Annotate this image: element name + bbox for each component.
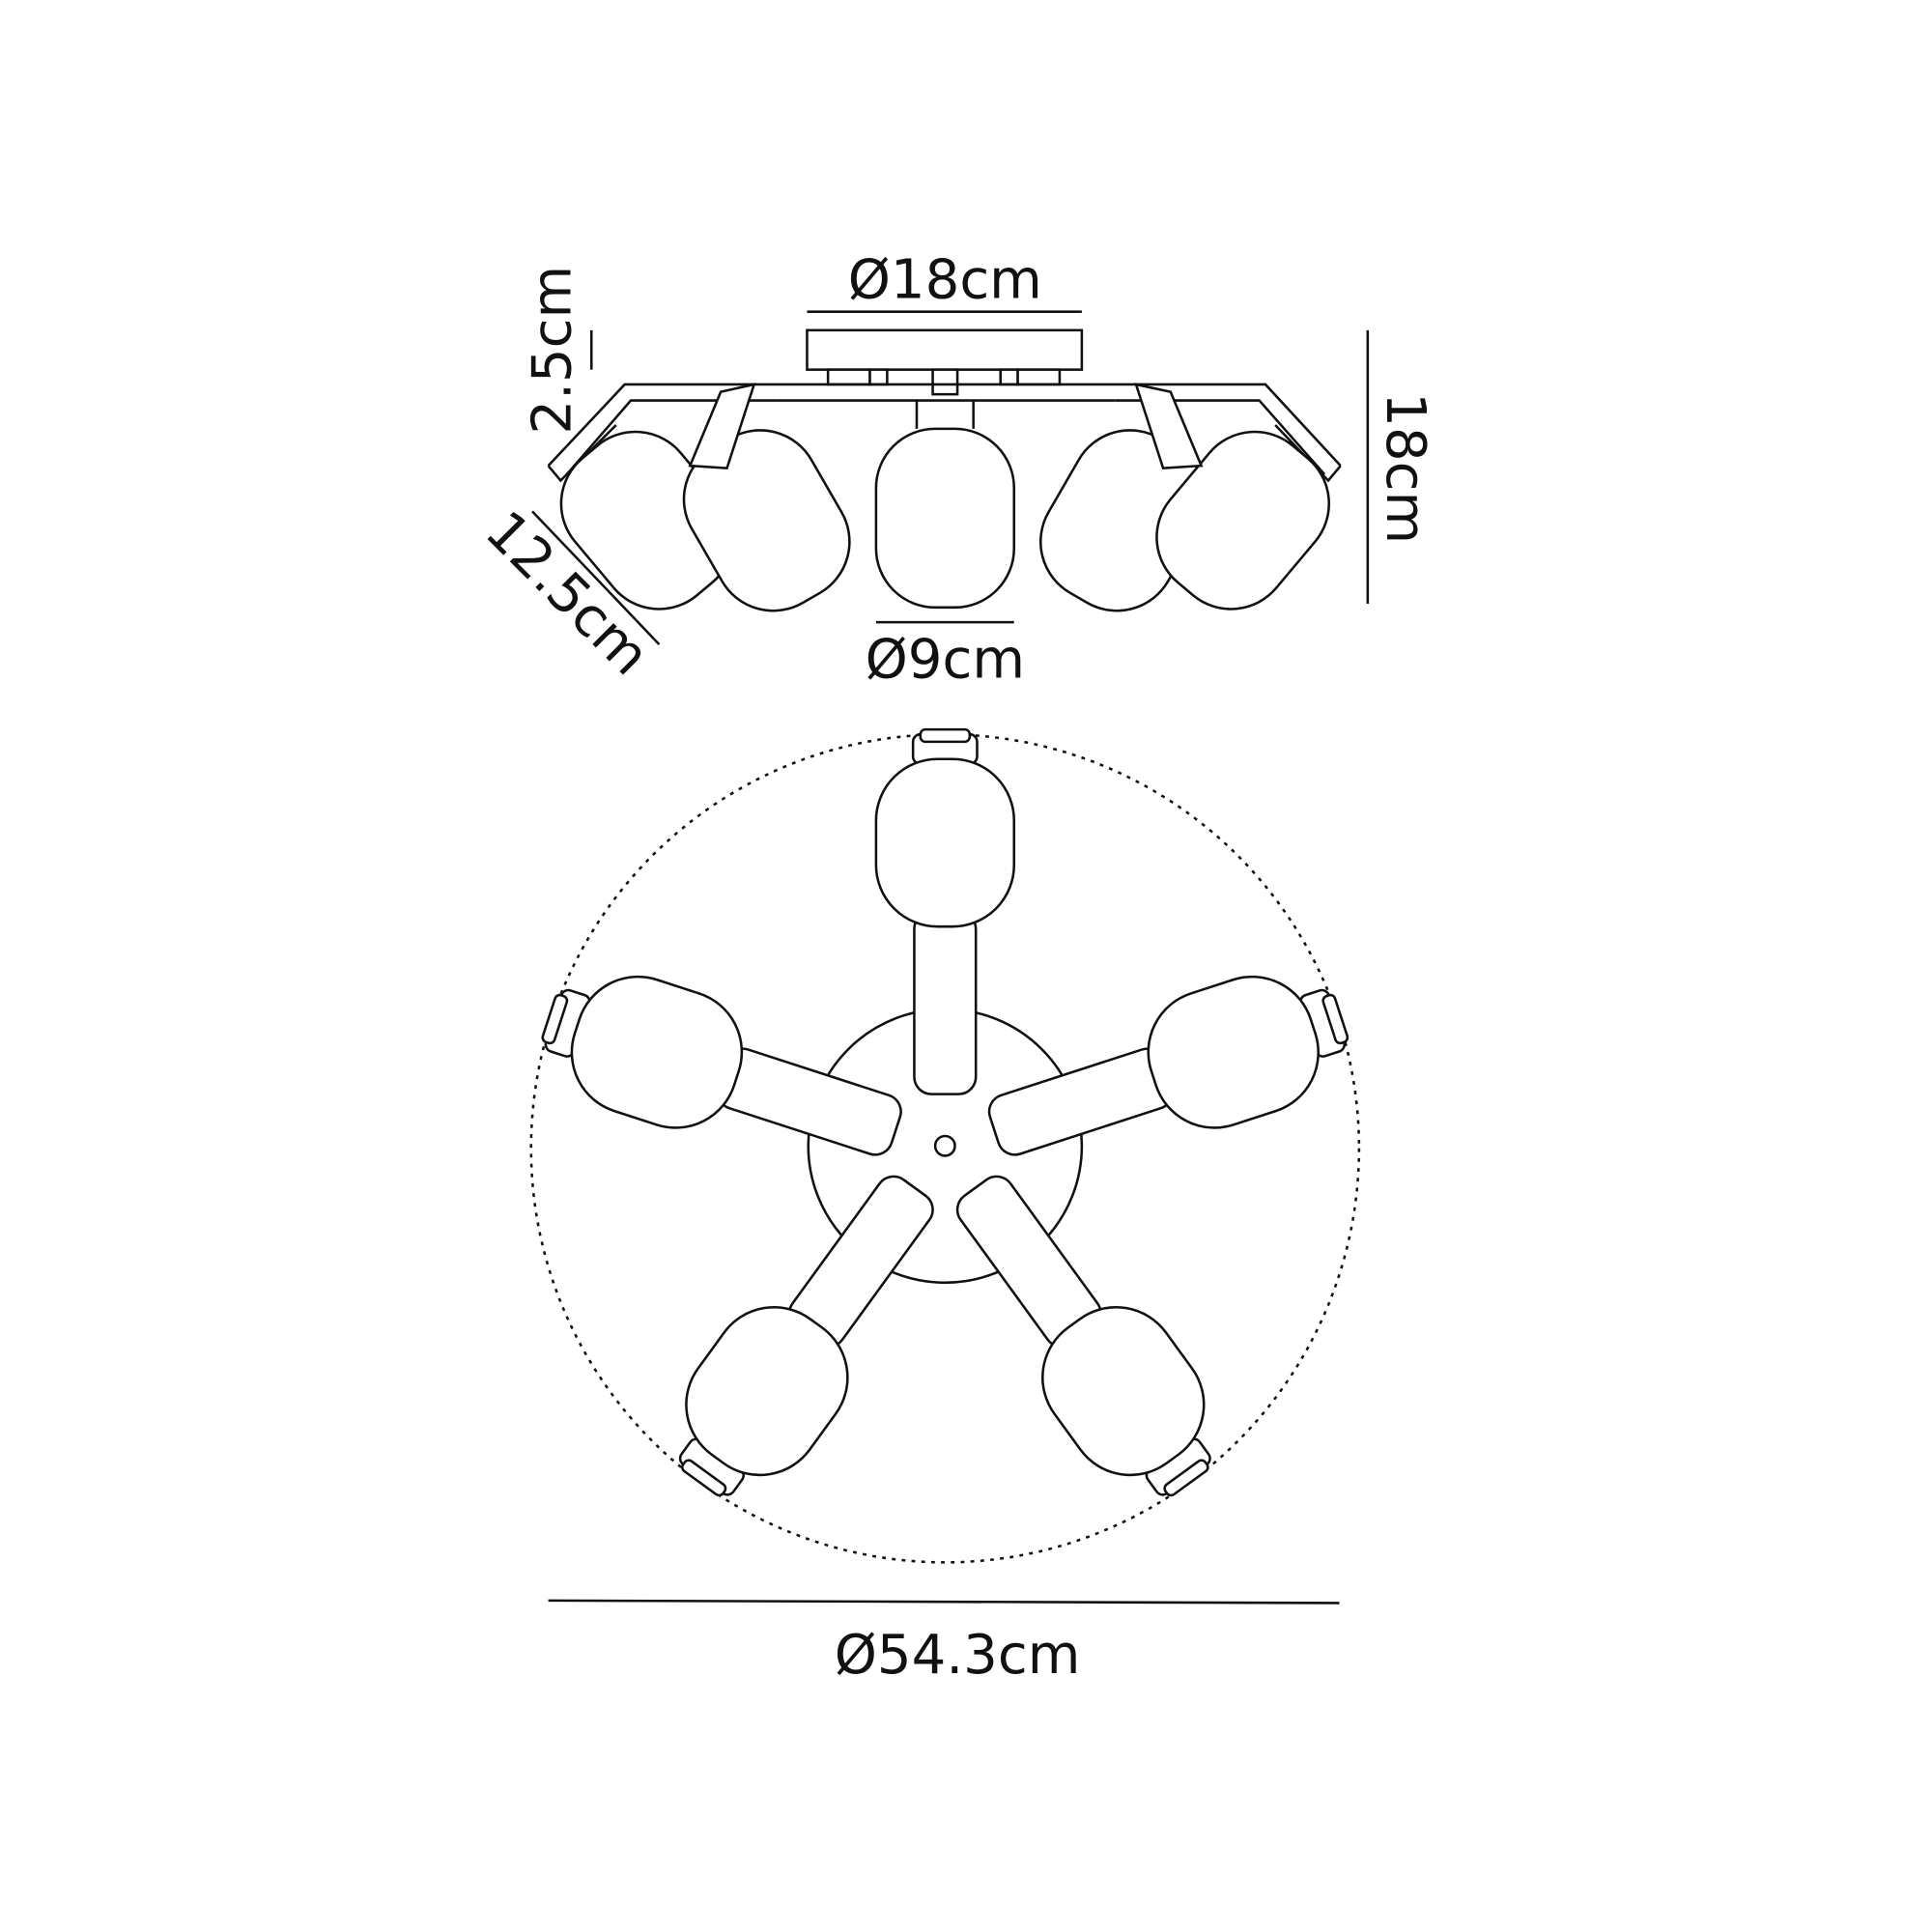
side-view: Ø18cm 2.5cm — [473, 249, 1437, 692]
shade-diameter-label: Ø9cm — [866, 629, 1025, 692]
total-height-label: 18cm — [1374, 392, 1436, 544]
arm-stub-right — [1134, 383, 1204, 470]
overall-extent-circle — [529, 732, 1361, 1564]
globe-center — [874, 427, 1016, 610]
arm-3 — [918, 1146, 1247, 1525]
canopy — [806, 328, 1084, 371]
center-screw — [933, 1134, 956, 1157]
overall-diameter-line — [548, 1599, 1340, 1605]
top-view: Ø54.3cm — [526, 727, 1364, 1687]
side-globes — [535, 383, 1355, 635]
overall-diameter-label: Ø54.3cm — [835, 1624, 1081, 1687]
canopy-diameter-label: Ø18cm — [848, 249, 1042, 312]
shade-depth-line — [531, 510, 661, 645]
canopy-height-label: 2.5cm — [522, 266, 584, 435]
arm-stub-left — [688, 383, 756, 470]
arm-4 — [642, 1146, 972, 1525]
canopy-connectors — [826, 368, 1062, 396]
